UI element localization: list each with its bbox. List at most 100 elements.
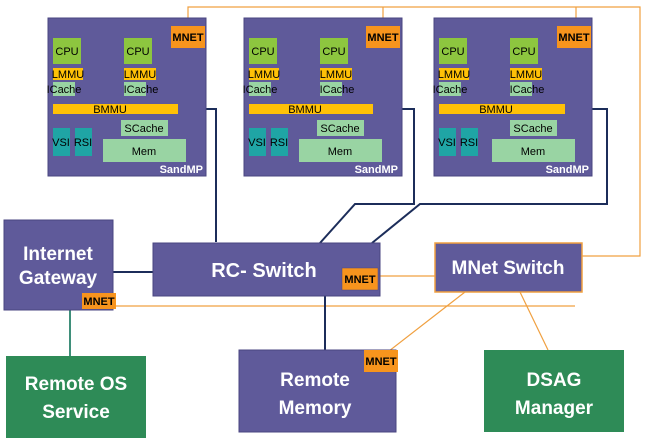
remote-memory-label-line2: Memory (279, 398, 352, 419)
lmmu-box (124, 68, 156, 80)
cpu-label: CPU (441, 46, 464, 58)
cpu-box (53, 38, 81, 64)
icache-label: ICache (433, 84, 468, 96)
lmmu-box (53, 68, 83, 80)
lmmu-label: LMMU (438, 69, 470, 81)
vsi-box (249, 128, 266, 156)
bmmu-link-node3 (371, 108, 608, 244)
mnet-links (116, 6, 641, 359)
mem-label: Mem (132, 146, 156, 158)
mnet-port (366, 26, 400, 48)
icache-label: ICache (510, 84, 545, 96)
sandmp-node-3: CPU CPU MNET LMMU LMMU ICache ICache BMM… (433, 17, 593, 177)
cpu-box (249, 38, 277, 64)
mem-box (492, 139, 575, 162)
mnet-label: MNET (172, 32, 203, 44)
bmmu-label: BMMU (288, 104, 322, 116)
rsi-label: RSI (460, 137, 478, 149)
bmmu-bar (249, 104, 373, 114)
scache-box (317, 120, 364, 136)
mnet-label: MNET (344, 274, 375, 286)
mnet-switch-label: MNet Switch (452, 258, 565, 279)
scache-label: SCache (513, 123, 552, 135)
lmmu-box (249, 68, 279, 80)
mnet-port (557, 26, 591, 48)
icache-box (320, 82, 342, 96)
cpu-label: CPU (126, 46, 149, 58)
rsi-box (75, 128, 92, 156)
sandmp-label: SandMP (355, 164, 398, 176)
gateway-label-line2: Gateway (19, 268, 98, 289)
mnet-port (364, 350, 398, 372)
cpu-label: CPU (251, 46, 274, 58)
lmmu-box (510, 68, 542, 80)
cpu-box (124, 38, 152, 64)
lmmu-box (320, 68, 352, 80)
vsi-box (53, 128, 70, 156)
scache-label: SCache (124, 123, 163, 135)
bmmu-label: BMMU (479, 104, 513, 116)
bmmu-label: BMMU (93, 104, 127, 116)
rsi-label: RSI (270, 137, 288, 149)
rsi-label: RSI (74, 137, 92, 149)
mnet-port (82, 293, 116, 309)
cpu-box (320, 38, 348, 64)
vsi-label: VSI (438, 137, 456, 149)
mnet-label: MNET (365, 356, 396, 368)
sandmp-node-1: CPU CPU MNET LMMU LMMU ICache ICache BMM… (47, 17, 207, 177)
bmmu-bar (53, 104, 178, 114)
mnet-port (171, 26, 205, 48)
mnet-link-node1 (187, 6, 641, 257)
sandmp-label: SandMP (160, 164, 203, 176)
sandmp-node-2: CPU CPU MNET LMMU LMMU ICache ICache BMM… (243, 17, 403, 177)
lmmu-label: LMMU (124, 69, 156, 81)
icache-label: ICache (320, 84, 355, 96)
vsi-label: VSI (52, 137, 70, 149)
icache-label: ICache (47, 84, 82, 96)
internet-gateway: Internet Gateway MNET (3, 219, 116, 311)
icache-label: ICache (124, 84, 159, 96)
rsi-box (461, 128, 478, 156)
remote-os-label-line2: Service (42, 402, 110, 423)
vsi-box (439, 128, 456, 156)
mnet-link-mnetswitch-to-remote-memory (379, 291, 466, 359)
dsag-manager: DSAG Manager (484, 350, 624, 432)
dsag-label-line2: Manager (515, 398, 594, 419)
rc-switch-label: RC- Switch (211, 260, 317, 282)
mem-label: Mem (328, 146, 352, 158)
lmmu-label: LMMU (52, 69, 84, 81)
remote-os-service: Remote OS Service (6, 356, 146, 438)
bmmu-bar (439, 104, 565, 114)
icache-label: ICache (243, 84, 278, 96)
remote-os-label-line1: Remote OS (25, 374, 127, 395)
mnet-port (341, 267, 379, 291)
rsi-box (271, 128, 288, 156)
mem-label: Mem (521, 146, 545, 158)
mnet-label: MNET (83, 296, 114, 308)
scache-label: SCache (320, 123, 359, 135)
lmmu-box (439, 68, 469, 80)
icache-box (439, 82, 461, 96)
icache-box (249, 82, 271, 96)
cpu-box (510, 38, 538, 64)
icache-box (53, 82, 75, 96)
icache-box (510, 82, 532, 96)
mnet-link-mnetswitch-to-dsag (519, 291, 549, 351)
mem-box (103, 139, 186, 162)
rc-switch: RC- Switch MNET (152, 242, 381, 297)
dsag-label-line1: DSAG (527, 370, 582, 391)
scache-box (510, 120, 557, 136)
mnet-switch: MNet Switch (434, 242, 583, 293)
remote-memory: Remote Memory MNET (238, 349, 398, 433)
lmmu-label: LMMU (510, 69, 542, 81)
cpu-label: CPU (512, 46, 535, 58)
vsi-label: VSI (248, 137, 266, 149)
mem-box (299, 139, 382, 162)
gateway-label-line1: Internet (23, 244, 93, 265)
scache-box (121, 120, 168, 136)
mnet-label: MNET (367, 32, 398, 44)
sandmp-label: SandMP (546, 164, 589, 176)
lmmu-label: LMMU (320, 69, 352, 81)
lmmu-label: LMMU (248, 69, 280, 81)
